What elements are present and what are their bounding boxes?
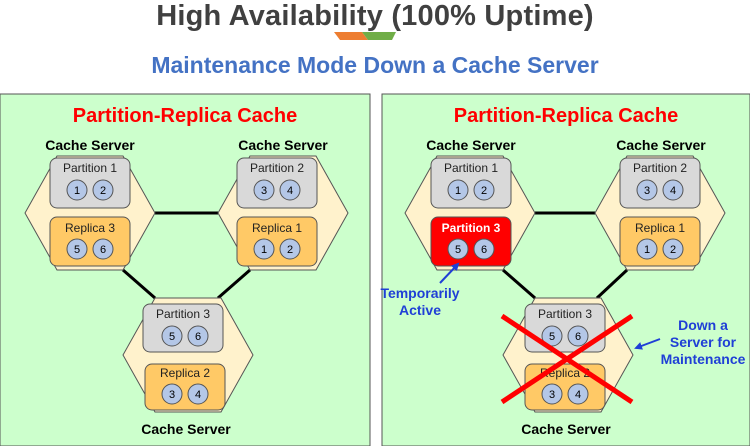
box-label: Partition 1 <box>63 161 117 175</box>
data-number: 5 <box>549 331 555 343</box>
data-number: 1 <box>644 244 650 256</box>
data-circle <box>187 325 209 347</box>
data-circle <box>567 325 589 347</box>
data-number: 3 <box>261 185 267 197</box>
down-server-annotation: Down a Server for Maintenance <box>634 317 746 367</box>
right-panel: Partition-Replica Cache Cache Server Par… <box>380 93 750 446</box>
data-number: 2 <box>287 244 293 256</box>
box-label: Partition 3 <box>156 307 210 321</box>
data-circle <box>66 179 88 201</box>
data-circle <box>187 383 209 405</box>
connector-line <box>217 268 251 300</box>
data-number: 5 <box>74 244 80 256</box>
data-number: 1 <box>74 185 80 197</box>
box-label: Partition 1 <box>444 161 498 175</box>
data-circle <box>541 383 563 405</box>
annotation-text: Down a <box>678 317 728 333</box>
left-panel: Partition-Replica Cache Cache Server Par… <box>0 93 371 446</box>
data-circle <box>447 179 469 201</box>
server-label: Cache Server <box>238 137 328 153</box>
data-number: 3 <box>644 185 650 197</box>
data-number: 6 <box>481 244 487 256</box>
right-panel-title: Partition-Replica Cache <box>454 105 679 127</box>
server-label: Cache Server <box>141 421 231 437</box>
data-number: 6 <box>100 244 106 256</box>
data-number: 6 <box>195 331 201 343</box>
data-number: 3 <box>169 389 175 401</box>
data-circle <box>161 383 183 405</box>
data-number: 2 <box>100 185 106 197</box>
box-label: Partition 3 <box>442 221 501 235</box>
cache-server-node: Cache Server Partition 2 3 4 Replica 1 1… <box>594 137 726 271</box>
cache-server-node: Cache Server Partition 1 1 2 Replica 3 5… <box>24 137 156 271</box>
connector-line <box>595 268 629 300</box>
data-number: 2 <box>481 185 487 197</box>
cross-out-x-icon <box>500 313 634 405</box>
cache-server-node: Cache Server Partition 1 1 2 Partition 3… <box>404 137 536 271</box>
server-label: Cache Server <box>616 137 706 153</box>
data-circle <box>253 238 275 260</box>
box-label: Partition 2 <box>250 161 304 175</box>
connector-line <box>122 268 156 300</box>
data-circle <box>253 179 275 201</box>
box-label: Partition 3 <box>538 307 592 321</box>
cache-server-node: Cache Server Partition 2 3 4 Replica 1 1… <box>217 137 349 271</box>
box-label: Replica 1 <box>252 221 302 235</box>
data-circle <box>161 325 183 347</box>
data-number: 5 <box>169 331 175 343</box>
page-title: High Availability (100% Uptime) <box>156 0 594 32</box>
box-label: Partition 2 <box>633 161 687 175</box>
left-panel-title: Partition-Replica Cache <box>73 105 298 127</box>
data-number: 1 <box>455 185 461 197</box>
title-underline-icon <box>334 32 396 40</box>
data-number: 4 <box>575 389 581 401</box>
data-circle <box>662 238 684 260</box>
data-number: 2 <box>670 244 676 256</box>
data-number: 4 <box>287 185 293 197</box>
data-circle <box>92 238 114 260</box>
temporarily-active-annotation: Temporarily Active <box>380 262 460 318</box>
data-number: 1 <box>261 244 267 256</box>
box-label: Replica 1 <box>635 221 685 235</box>
data-circle <box>567 383 589 405</box>
annotation-text: Maintenance <box>661 351 746 367</box>
box-label: Replica 3 <box>65 221 115 235</box>
server-label: Cache Server <box>426 137 516 153</box>
arrow-icon <box>439 262 460 284</box>
data-circle <box>447 238 469 260</box>
data-circle <box>92 179 114 201</box>
annotation-text: Server for <box>670 334 737 350</box>
data-circle <box>66 238 88 260</box>
data-number: 3 <box>549 389 555 401</box>
data-circle <box>636 238 658 260</box>
data-circle <box>541 325 563 347</box>
box-label: Replica 2 <box>160 366 210 380</box>
server-label: Cache Server <box>521 421 611 437</box>
connector-line <box>502 268 536 300</box>
data-circle <box>279 238 301 260</box>
data-circle <box>473 179 495 201</box>
data-number: 6 <box>575 331 581 343</box>
data-number: 5 <box>455 244 461 256</box>
data-number: 4 <box>670 185 676 197</box>
data-circle <box>279 179 301 201</box>
page-subtitle: Maintenance Mode Down a Cache Server <box>151 52 599 78</box>
data-circle <box>473 238 495 260</box>
annotation-text: Temporarily <box>380 285 459 301</box>
cache-server-node-down: Partition 3 5 6 Replica 2 3 4 Cache Serv… <box>500 297 634 437</box>
arrow-icon <box>634 338 661 350</box>
cache-server-node: Partition 3 5 6 Replica 2 3 4 Cache Serv… <box>122 297 254 437</box>
server-label: Cache Server <box>45 137 135 153</box>
data-number: 4 <box>195 389 201 401</box>
data-circle <box>636 179 658 201</box>
data-circle <box>662 179 684 201</box>
annotation-text: Active <box>399 302 441 318</box>
